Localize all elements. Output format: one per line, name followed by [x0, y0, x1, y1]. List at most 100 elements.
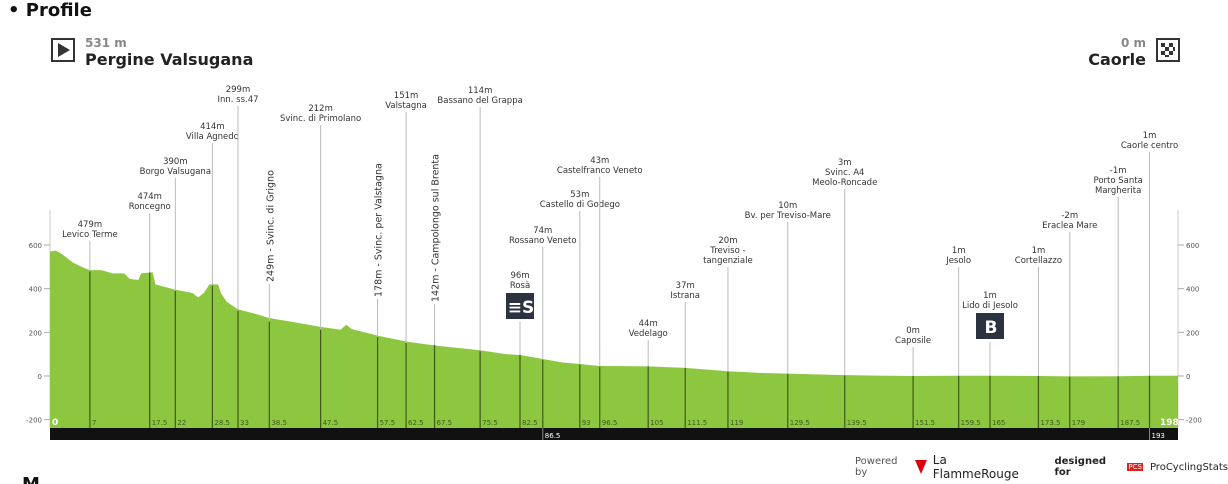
pcs-logo-icon: PCS: [1127, 463, 1143, 471]
waypoint-elevation: 44m: [639, 319, 658, 329]
waypoint-elevation: 37m: [676, 281, 695, 291]
km-label: 57.5: [380, 419, 396, 427]
start-name: Pergine Valsugana: [85, 50, 254, 69]
waypoint-elevation: 151m: [394, 91, 419, 101]
waypoint-elevation: 3m: [838, 158, 852, 168]
y-tick-label-right: 600: [1186, 242, 1199, 250]
km-label: 62.5: [408, 419, 424, 427]
waypoint-label-rotated: 178m - Svinc. per Valstagna: [374, 163, 385, 297]
y-tick-label-right: 400: [1186, 286, 1199, 294]
designed-for-text: designed for: [1054, 456, 1107, 478]
waypoint-elevation: 414m: [200, 122, 225, 132]
waypoint-name: Villa Agnedo: [186, 132, 239, 142]
waypoint-elevation: 0m: [906, 326, 920, 336]
waypoint-elevation: -1m: [1110, 166, 1127, 176]
bar-label: 193: [1152, 432, 1165, 440]
waypoint-name: Borgo Valsugana: [140, 167, 211, 177]
km-label: 119: [730, 419, 743, 427]
waypoint-name: Jesolo: [945, 256, 971, 266]
waypoint-name: Svinc. A4: [825, 168, 864, 178]
km-label: 93: [582, 419, 591, 427]
procyclingstats-brand[interactable]: ProCyclingStats: [1149, 461, 1228, 473]
waypoint-name: tangenziale: [703, 256, 753, 266]
waypoint-name: Valstagna: [385, 101, 427, 111]
waypoint-elevation: 74m: [533, 226, 552, 236]
waypoint-name: Caposile: [895, 336, 931, 346]
waypoint-name: Caorle centro: [1121, 141, 1178, 151]
waypoint-elevation: 1m: [983, 291, 997, 301]
waypoint-label-rotated: 249m - Svinc. di Grigno: [265, 170, 276, 282]
waypoint-marker: 142m - Campolongo sul Brenta: [431, 154, 442, 428]
waypoint-elevation: 474m: [137, 192, 162, 202]
km-label: 75.5: [482, 419, 498, 427]
waypoint-elevation: 299m: [226, 85, 251, 95]
waypoint-name: Lido di Jesolo: [962, 301, 1018, 311]
waypoint-elevation: 114m: [468, 86, 493, 96]
y-tick-label-left: 600: [29, 242, 42, 250]
flamme-rouge-logo-icon: [915, 460, 927, 474]
y-tick-label-left: 200: [29, 329, 42, 337]
start-altitude: 531 m: [85, 36, 127, 50]
finish-altitude: 0 m: [1120, 36, 1146, 50]
km-label: 82.5: [522, 419, 538, 427]
bar-label: 86.5: [545, 432, 561, 440]
waypoint-elevation: 20m: [718, 236, 737, 246]
waypoint-name: Inn. ss.47: [217, 95, 258, 105]
waypoint-name: Roncegno: [129, 202, 171, 212]
km-label: 7: [92, 419, 96, 427]
flamme-rouge-brand[interactable]: La FlammeRouge: [932, 453, 1019, 481]
km-label: 111.5: [687, 419, 707, 427]
km-label: 47.5: [323, 419, 339, 427]
elevation-profile-area: [50, 250, 1178, 428]
km-label: 179: [1072, 419, 1085, 427]
y-tick-label-left: -200: [26, 417, 42, 425]
waypoint-name: Istrana: [670, 291, 700, 301]
km-label: 173.5: [1040, 419, 1060, 427]
waypoint-name: Levico Terme: [62, 230, 118, 240]
waypoint-elevation: 1m: [1032, 246, 1046, 256]
waypoint-name: Bassano del Grappa: [437, 96, 522, 106]
waypoint-name: Bv. per Treviso-Mare: [745, 211, 831, 221]
badge-letter: ≡S: [508, 298, 535, 318]
km-label: 129.5: [790, 419, 810, 427]
waypoint-name: Porto Santa: [1094, 176, 1143, 186]
km-label: 105: [650, 419, 663, 427]
waypoint-elevation: 1m: [1143, 131, 1157, 141]
badge-letter: B: [985, 318, 998, 338]
waypoint-name: Castello di Godego: [540, 200, 620, 210]
km-label: 151.5: [915, 419, 935, 427]
waypoint-elevation: -2m: [1061, 211, 1078, 221]
play-icon: [51, 38, 75, 62]
waypoint-elevation: 479m: [78, 220, 103, 230]
waypoint-name: Svinc. di Primolano: [280, 114, 361, 124]
sprint-badge-icon: [506, 293, 534, 319]
waypoint-elevation: 43m: [590, 156, 609, 166]
waypoint-marker: 249m - Svinc. di Grigno: [265, 170, 276, 428]
y-tick-label-right: 0: [1186, 373, 1190, 381]
next-section-heading: M: [22, 474, 40, 484]
distance-bar: [50, 428, 1178, 440]
waypoint-marker: 178m - Svinc. per Valstagna: [374, 163, 385, 428]
waypoint-elevation: 96m: [510, 271, 529, 281]
km-label: 198: [1160, 418, 1179, 428]
waypoint-elevation: 10m: [778, 201, 797, 211]
